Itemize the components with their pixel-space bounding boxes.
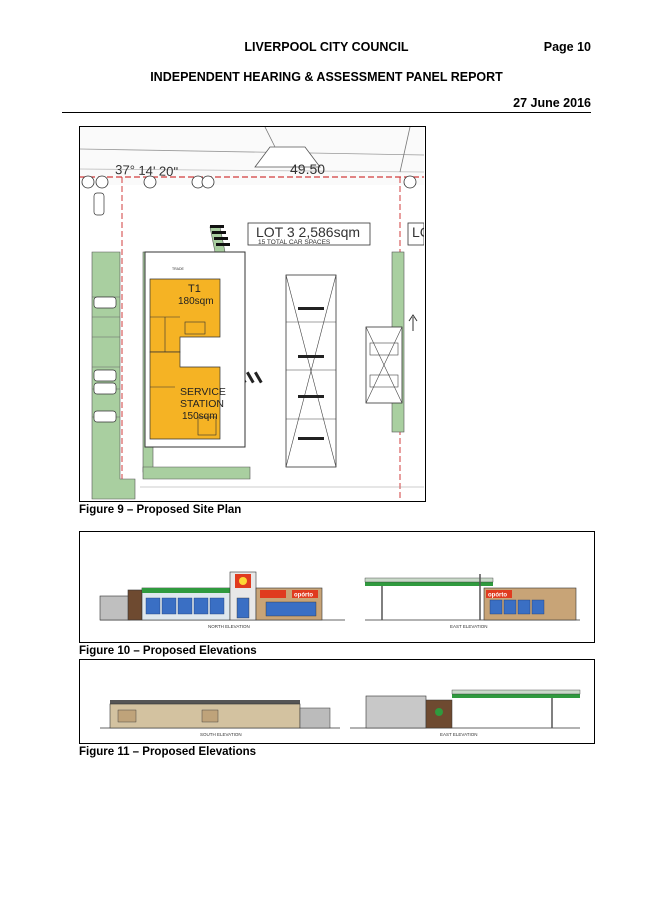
figure-11-caption: Figure 11 – Proposed Elevations: [79, 746, 257, 758]
elevations-drawing-10: opórto NORTH ELEVATION opórto EAST ELEVA…: [99, 571, 580, 629]
site-plan-drawing: LOT 3 2,586sqm 15 TOTAL CAR SPACES LC 37…: [80, 127, 425, 500]
page-number: Page 10: [543, 40, 591, 54]
t1-label: T1: [188, 283, 201, 295]
east-elevation-label: EAST ELEVATION: [450, 624, 488, 629]
lot-label: LOT 3 2,586sqm: [256, 224, 360, 240]
bearing-label: 37° 14' 20": [115, 162, 179, 179]
oporto-sign-left: opórto: [294, 593, 313, 599]
dimension-label: 49.50: [290, 161, 325, 177]
lot-label-cut: LC: [412, 224, 424, 240]
car-spaces-label: 15 TOTAL CAR SPACES: [258, 239, 331, 246]
south-elevation-label: SOUTH ELEVATION: [200, 732, 242, 737]
figure-9-caption: Figure 9 – Proposed Site Plan: [79, 504, 242, 516]
figure-10-caption: Figure 10 – Proposed Elevations: [79, 645, 257, 657]
elevations-figure-10: opórto NORTH ELEVATION opórto EAST ELEVA…: [79, 531, 595, 643]
report-date: 27 June 2016: [513, 96, 591, 110]
svg-text:TRADE: TRADE: [172, 267, 185, 271]
elevations-drawing-11: SOUTH ELEVATION EAST ELEVATION: [100, 689, 581, 737]
service-area-label: 150sqm: [182, 411, 218, 422]
oporto-sign-right: opórto: [488, 593, 507, 599]
site-plan-figure: LOT 3 2,586sqm 15 TOTAL CAR SPACES LC 37…: [79, 126, 426, 502]
station-label: STATION: [180, 398, 224, 410]
elevations-figure-11: SOUTH ELEVATION EAST ELEVATION: [79, 659, 595, 744]
east-elevation-label-11: EAST ELEVATION: [440, 732, 478, 737]
north-elevation-label: NORTH ELEVATION: [208, 624, 250, 629]
council-name: LIVERPOOL CITY COUNCIL: [244, 40, 409, 54]
service-label: SERVICE: [180, 386, 226, 398]
header-rule: [62, 112, 591, 113]
report-title: INDEPENDENT HEARING & ASSESSMENT PANEL R…: [150, 70, 503, 84]
t1-area-label: 180sqm: [178, 296, 214, 307]
